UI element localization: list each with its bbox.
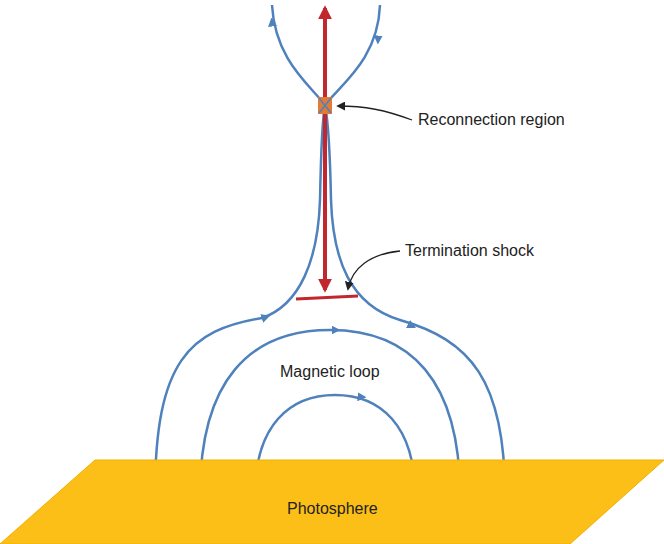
callout-label: Termination shock — [405, 241, 534, 260]
photosphere-plane: Photosphere — [0, 457, 664, 544]
plane-label: Photosphere — [287, 499, 378, 518]
termination-shock-line — [296, 296, 358, 299]
field-line — [325, 5, 380, 105]
outflow-arrow — [323, 8, 327, 105]
x-point — [319, 98, 331, 113]
reconnection-box — [318, 97, 332, 114]
field-line — [325, 105, 505, 495]
callout-label: Reconnection region — [418, 110, 565, 129]
outflow-arrow — [323, 105, 327, 290]
leader-line — [348, 251, 400, 289]
field-line — [272, 5, 325, 105]
loop-label: Magnetic loop — [280, 362, 380, 381]
leader-line — [338, 106, 412, 120]
